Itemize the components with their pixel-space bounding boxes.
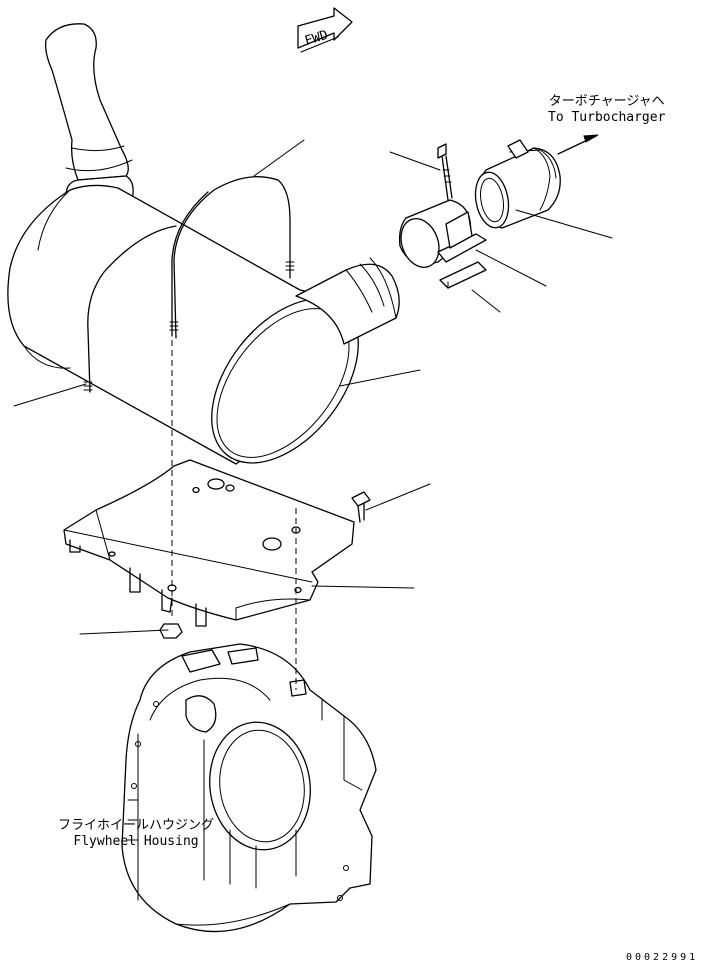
fwd-label: FWD [303,28,330,49]
plate-bolt [351,491,371,523]
fwd-arrow-icon: FWD [297,7,353,53]
turbo-connector-pipe [474,139,561,229]
flywheel-housing [121,643,377,933]
flywheel-label: フライホイールハウジング Flywheel Housing [58,818,214,850]
turbocharger-label-en: To Turbocharger [548,110,666,125]
turbocharger-label-jp: ターボチャージャヘ [548,94,665,109]
turbocharger-arrow-icon [557,134,599,155]
leader-lines [13,139,613,635]
flywheel-label-en: Flywheel Housing [73,834,199,849]
muffler-outlet-pipe [295,257,400,345]
alignment-lines [171,340,297,690]
nut [159,623,183,639]
mounting-plate [63,459,355,627]
flywheel-label-jp: フライホイールハウジング [58,818,215,833]
bracket-assembly [398,143,487,289]
turbocharger-label: ターボチャージャヘ To Turbocharger [548,94,665,126]
muffler-body [7,184,359,465]
muffler-u-bolts [83,176,295,393]
document-number: 00022991 [626,952,699,963]
